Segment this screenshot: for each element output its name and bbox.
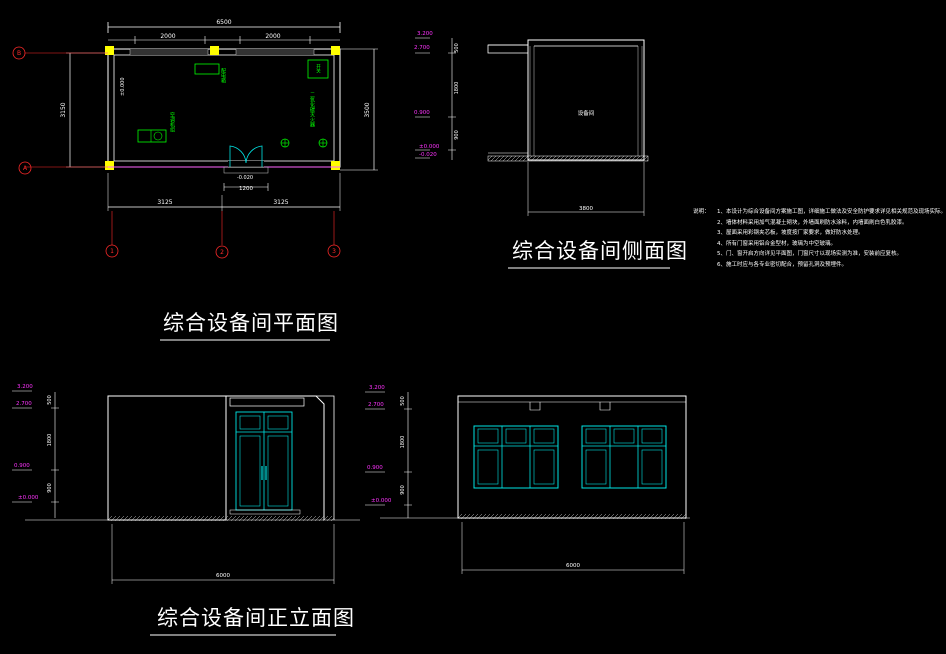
plan-bottom-left: 3125 [157,199,172,206]
side-levels: 3.200 2.700 0.900 ±0.000 -0.020 [414,31,440,159]
plan-bay-left: 2000 [160,33,175,40]
equip-label-3: 二氧化碳灭火器 [309,92,315,128]
plan-window-right [235,48,315,56]
front-dim-b: 1800 [47,434,53,447]
side-level-0: ±0.000 [419,144,440,150]
plan-view: 6500 2000 2000 [12,19,378,341]
rear-level-top: 3.200 [369,385,385,391]
plan-title: 综合设备间平面图 [163,311,339,335]
plan-door [223,145,269,174]
front-elevation: 3.200 2.700 0.900 ±0.000 500 1800 900 [12,384,360,636]
plan-depth-left: 3150 [60,102,67,117]
front-level-3: 0.900 [14,463,30,469]
front-level-top: 3.200 [17,384,33,390]
rear-level-3: 0.900 [367,465,383,471]
front-door [235,411,293,511]
rear-level-0: ±0.000 [371,498,392,504]
equip-label-2: 空调机组 [169,111,175,132]
axis-bubble-1: 1 [105,244,119,258]
rear-width: 6000 [566,563,580,569]
axis-label-3: 3 [332,248,336,255]
front-level-0: ±0.000 [18,495,39,501]
axis-bubble-a: A [18,161,32,175]
front-levels: 3.200 2.700 0.900 ±0.000 [12,384,39,503]
plan-depth-right: 3500 [364,102,371,117]
note-item: 2、墙体材料采用加气混凝土砌块，外墙面刷防水涂料，内墙面刷白色乳胶漆。 [717,219,908,226]
plan-columns [105,46,340,170]
notes-heading: 说明： [693,209,710,215]
axis-bubble-b: B [12,46,26,60]
equip-label-4: 开关 [316,64,321,75]
equip-label-1: 配电箱 [220,68,226,84]
plan-bottom-right: 3125 [273,199,288,206]
axis-bubble-3: 3 [327,244,341,258]
note-item: 1、本设计为综合设备间方案施工图，详细施工做法及安全防护要求详见相关规范及现场实… [717,209,946,215]
plan-bay-right: 2000 [265,33,280,40]
notes-list: 1、本设计为综合设备间方案施工图，详细施工做法及安全防护要求详见相关规范及现场实… [693,207,946,271]
rear-dim-b: 1800 [400,436,406,449]
equipment-ac-unit: 空调机组 [137,111,175,143]
rear-levels: 3.200 2.700 0.900 ±0.000 [365,385,392,506]
side-dim-a: 500 [454,43,460,53]
plan-window-left [129,48,209,56]
rear-window-left [473,425,559,489]
side-width: 3800 [579,206,593,212]
rear-dim-c: 900 [400,485,406,495]
axis-label-1: 1 [110,248,114,255]
note-item: 5、门、窗开启方向详见平面图，门窗尺寸以现场实测为准，安装前应复核。 [717,251,903,258]
drawing-svg: 6500 2000 2000 [12,19,690,636]
front-title: 综合设备间正立面图 [157,606,355,630]
front-dim-c: 900 [47,483,53,493]
side-view: 3.200 2.700 0.900 ±0.000 -0.020 500 1800… [414,31,670,269]
note-item: 3、屋面采用彩钢夹芯板，坡度按厂家要求，做好防水处理。 [717,230,864,237]
side-level-3: 0.900 [414,110,430,116]
axis-label-2: 2 [220,249,224,256]
equipment-co2-extinguisher: 二氧化碳灭火器 [280,92,328,148]
rear-level-2: 2.700 [368,402,384,408]
plan-door-width: 1200 [239,186,253,192]
plan-level-outside: -0.020 [237,175,253,181]
front-level-2: 2.700 [16,401,32,407]
front-dim-a: 500 [47,395,53,405]
axis-label-a: A [23,165,28,172]
design-notes: 说明： 1、本设计为综合设备间方案施工图，详细施工做法及安全防护要求详见相关规范… [693,207,946,271]
note-item: 4、所有门窗采用铝合金型材，玻璃为中空玻璃。 [717,240,837,247]
side-room-label: 设备间 [578,109,595,117]
plan-overall-width: 6500 [216,19,231,26]
cad-drawing-canvas: 6500 2000 2000 [12,19,946,636]
axis-bubble-2: 2 [215,245,229,259]
side-title: 综合设备间侧面图 [512,239,688,263]
side-level-2: 2.700 [414,45,430,51]
equipment-cabinet: 开关 [307,59,329,79]
side-level-neg: -0.020 [419,152,437,158]
side-dim-b: 1800 [454,82,460,95]
rear-dim-a: 500 [400,396,406,406]
side-dim-c: 900 [454,130,460,140]
side-level-top: 3.200 [417,31,433,37]
rear-elevation: 3.200 2.700 0.900 ±0.000 500 1800 900 [365,385,690,574]
axis-label-b: B [17,50,21,57]
note-item: 6、施工时应与各专业密切配合，预留孔洞及预埋件。 [717,261,848,268]
rear-window-right [581,425,667,489]
plan-level-inside: ±0.000 [120,77,126,96]
equipment-distribution-box: 配电箱 [194,63,226,84]
front-width: 6000 [216,573,230,579]
